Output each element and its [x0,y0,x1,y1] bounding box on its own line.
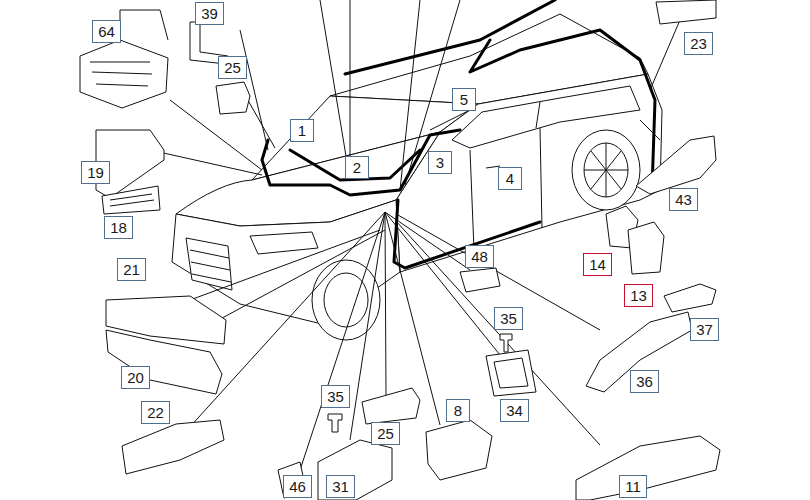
rear-bracket [656,0,716,24]
relay-carrier [80,40,168,108]
cable-clip [362,388,420,424]
callout-number: 48 [465,245,494,268]
callout-number: 23 [684,32,713,55]
harness-roof [345,0,655,190]
callout-number: 20 [121,366,150,389]
grille-bars [190,250,231,282]
callout-number: 37 [690,318,719,341]
callout-number: 35 [494,307,523,330]
callout-number: 31 [326,475,355,498]
callout-number: 36 [630,370,659,393]
lower-duct [122,420,224,474]
front-rim [324,273,368,327]
cable-clip [216,82,250,114]
callout-number: 64 [92,20,121,43]
harness-sill [394,200,540,268]
callout-number: 34 [500,399,529,422]
car-body [172,14,662,340]
callout-number: 5 [452,88,476,111]
side-body [396,74,662,272]
callout-number: 11 [619,475,647,498]
grid-plate-lines [110,194,154,206]
wiring-harness [262,0,655,268]
mount [318,440,392,500]
front-duct [106,330,222,394]
grille [186,238,232,290]
callout-number: 13 [624,284,653,307]
leader-lines [150,0,680,470]
callout-number: 19 [81,161,110,184]
screw [500,334,512,352]
holder [628,222,664,274]
hood [176,132,440,226]
leader-line [150,0,680,470]
cover-strip [664,284,716,312]
callout-number: 14 [583,253,612,276]
callout-number: 25 [371,422,400,445]
headlight [250,232,318,254]
rear-duct [636,136,716,194]
callout-number: 8 [446,399,470,422]
callout-number: 25 [218,56,247,79]
callout-number: 1 [290,119,314,142]
clip [460,268,500,292]
callout-number: 21 [117,258,146,281]
screw [328,414,342,432]
grid-plate [102,186,160,214]
callout-number: 35 [321,385,350,408]
sill-duct [586,312,692,392]
rear-rim-spokes [584,143,628,197]
rear-wheel [572,130,640,210]
callout-number: 22 [141,401,170,424]
relay-carrier-detail [90,10,168,86]
callout-number: 43 [669,188,698,211]
parts [80,0,720,500]
callout-number: 4 [498,167,522,190]
callout-number: 18 [104,216,133,239]
door-lines [470,128,542,250]
cover [426,420,492,480]
frame [486,350,536,396]
callout-number: 46 [283,475,312,498]
harness-dash [290,150,420,180]
front-wheel [312,260,380,340]
floor-duct [576,436,720,500]
callout-number: 3 [428,151,452,174]
rear-rim [584,143,628,197]
callout-number: 2 [345,156,369,179]
callout-number: 39 [195,2,224,25]
